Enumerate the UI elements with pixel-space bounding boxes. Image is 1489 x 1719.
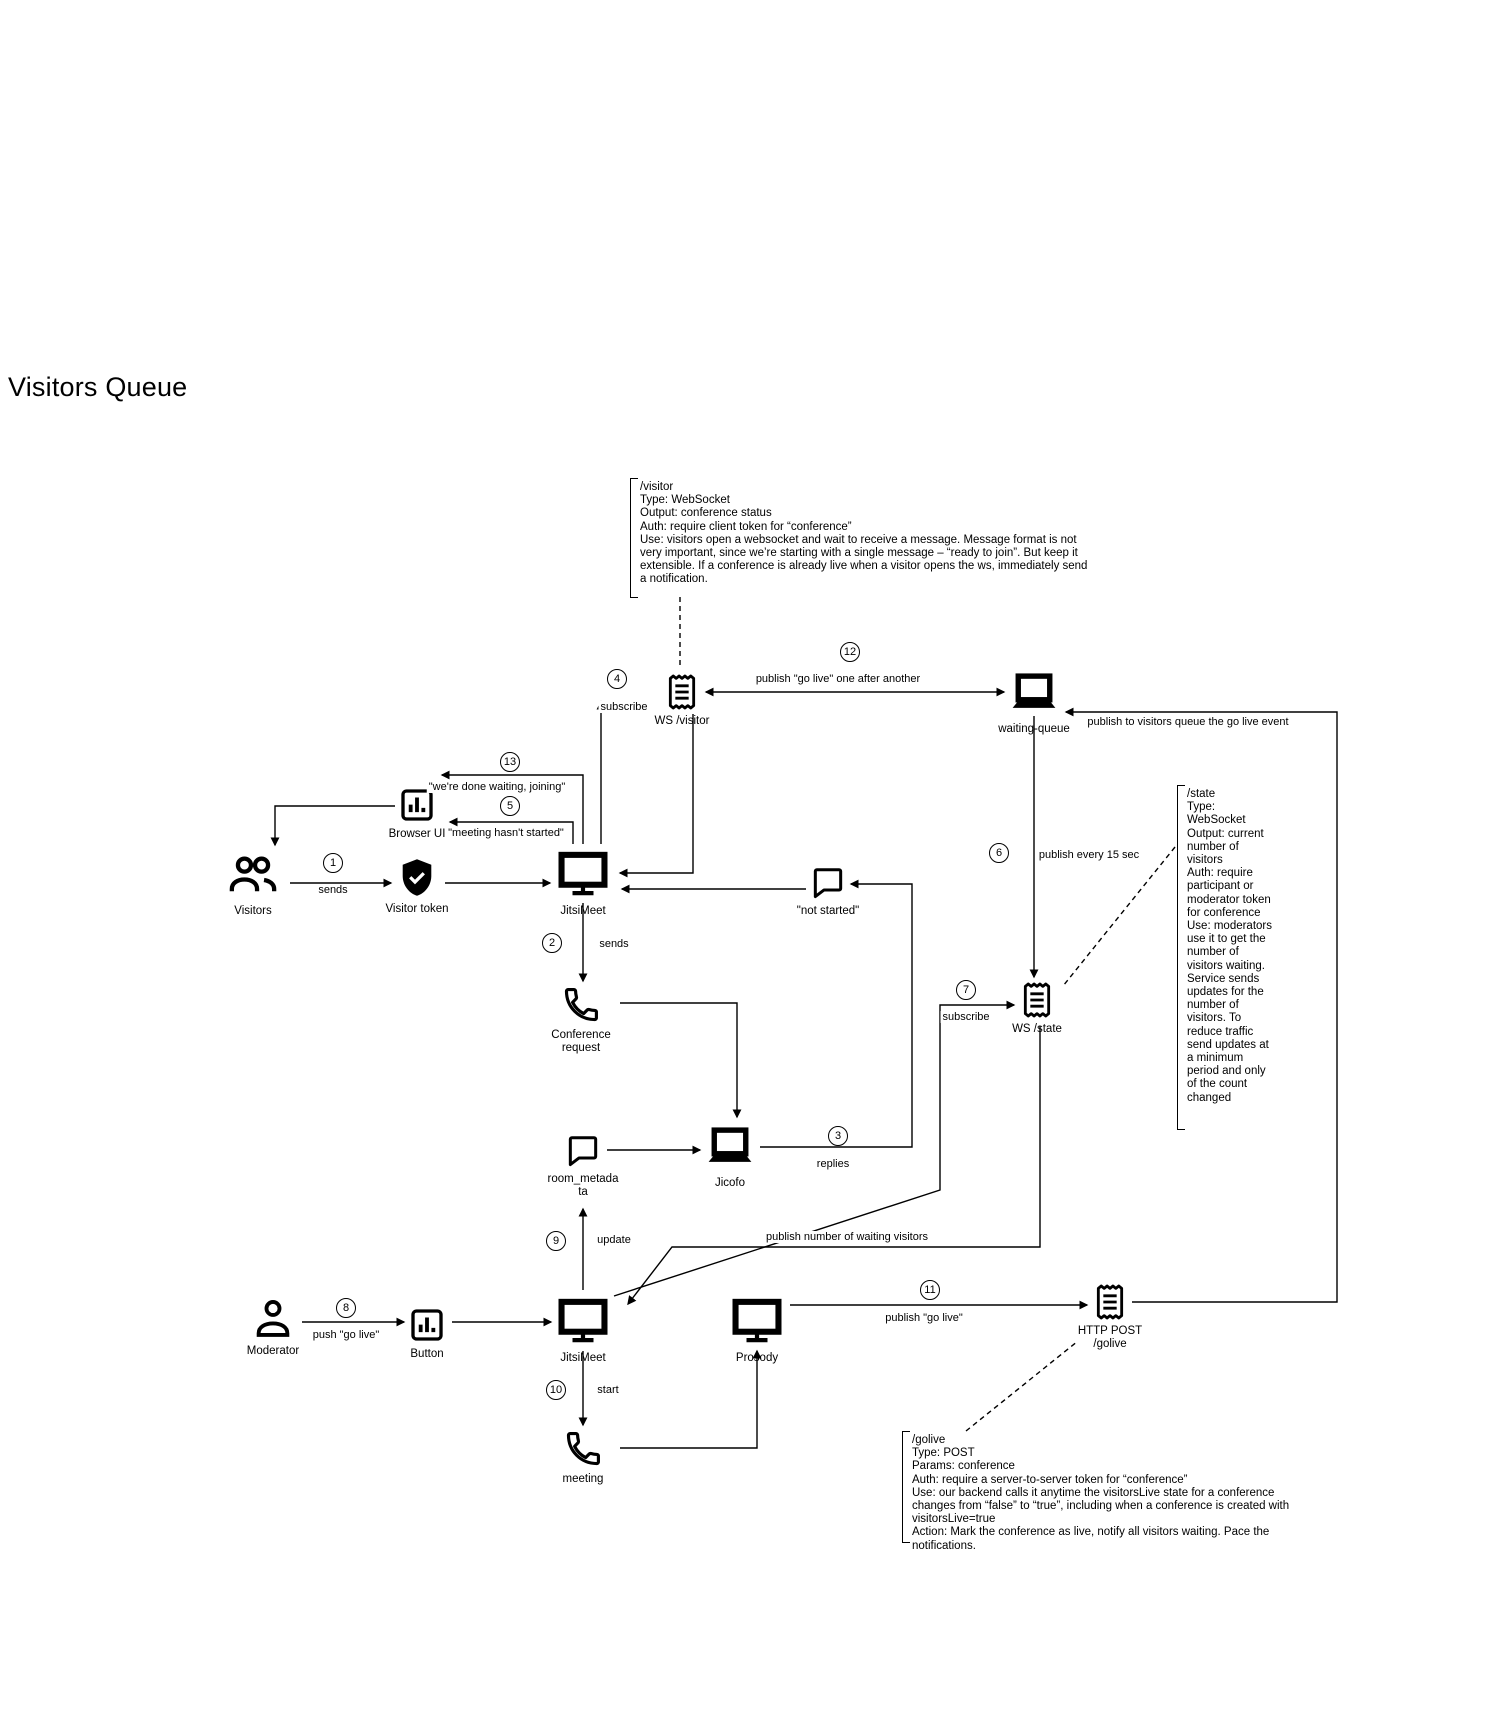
edge-label-done-waiting: "we're done waiting, joining" (426, 781, 568, 793)
step-1-badge: 1 (323, 853, 343, 873)
node-ws-state-label: WS /state (1012, 1023, 1062, 1035)
node-visitors: Visitors (198, 848, 308, 918)
node-ws-visitor: WS /visitor (627, 672, 737, 728)
edge-browserui-visitors (270, 805, 395, 847)
node-visitors-label: Visitors (234, 905, 272, 917)
node-http-post: HTTP POST /golive (1055, 1282, 1165, 1351)
edge-label-start: start (595, 1384, 621, 1396)
node-not-started: "not started" (773, 864, 883, 918)
monitor-icon (555, 846, 611, 902)
laptop-icon (703, 1120, 757, 1174)
node-moderator-label: Moderator (246, 1345, 300, 1357)
edge-label-go-live-one-after-another: publish "go live" one after another (753, 673, 923, 685)
edge-wsvisitor-jitsimeet (618, 714, 694, 878)
node-ws-visitor-label: WS /visitor (654, 715, 710, 727)
visitor-ws-annotation: /visitor Type: WebSocket Output: confere… (640, 481, 1088, 586)
edge-jitsimeet-wsstate-subscribe (613, 1000, 1016, 1297)
node-http-post-label: HTTP POST /golive (1077, 1325, 1143, 1350)
receipt-icon (1017, 980, 1057, 1020)
node-meeting-label: meeting (562, 1473, 604, 1485)
edge-label-replies: replies (814, 1158, 852, 1170)
edge-confrequest-jicofo (620, 1002, 742, 1119)
node-moderator: Moderator (218, 1296, 328, 1358)
node-ws-state: WS /state (982, 980, 1092, 1036)
visitor-ws-bracket (630, 478, 638, 598)
edge-label-update: update (595, 1234, 633, 1246)
edge-label-publish-go-live: publish "go live" (883, 1312, 965, 1324)
node-waiting-queue-label: waiting-queue (998, 723, 1070, 735)
node-waiting-queue: waiting-queue (979, 666, 1089, 736)
node-room-metadata: room_metadata (528, 1132, 638, 1199)
step-4-badge: 4 (607, 669, 627, 689)
edge-done-waiting-to-browserui (440, 770, 584, 844)
step-2-badge: 2 (542, 933, 562, 953)
speech-bubble-icon (564, 1132, 602, 1170)
step-13-badge: 13 (500, 752, 520, 772)
phone-icon (562, 1428, 604, 1470)
node-jitsimeet-bottom: JitsiMeet (528, 1293, 638, 1365)
edge-label-meeting-not-started: "meeting hasn't started" (446, 827, 566, 839)
golive-annotation: /golive Type: POST Params: conference Au… (912, 1434, 1290, 1552)
edge-label-subscribe-4: subscribe (598, 701, 650, 713)
node-browser-ui-label: Browser UI (388, 828, 446, 840)
edge-wsstate-jitsimeet-publish-count (627, 1026, 1041, 1306)
step-3-badge: 3 (828, 1126, 848, 1146)
state-ws-annotation: /state Type: WebSocket Output: current n… (1187, 788, 1273, 1104)
edge-meeting-prosody (620, 1349, 762, 1449)
receipt-icon (662, 672, 702, 712)
node-jitsimeet-top: JitsiMeet (528, 846, 638, 918)
shield-check-icon (395, 856, 439, 900)
step-10-badge: 10 (546, 1380, 566, 1400)
step-7-badge: 7 (956, 980, 976, 1000)
node-jicofo: Jicofo (675, 1120, 785, 1190)
step-6-badge: 6 (989, 843, 1009, 863)
node-room-metadata-label: room_metadata (547, 1173, 619, 1198)
edge-not-started-to-browserui (448, 817, 574, 844)
state-ws-bracket (1177, 785, 1185, 1130)
monitor-icon (729, 1293, 785, 1349)
monitor-icon (555, 1293, 611, 1349)
receipt-icon (1090, 1282, 1130, 1322)
speech-bubble-icon (809, 864, 847, 902)
step-9-badge: 9 (546, 1231, 566, 1251)
node-not-started-label: "not started" (796, 905, 860, 917)
edge-label-sends-2: sends (597, 938, 631, 950)
edge-label-publish-every-15: publish every 15 sec (1036, 849, 1142, 861)
node-jicofo-label: Jicofo (714, 1177, 746, 1189)
node-prosody-label: Prosody (735, 1352, 779, 1364)
step-11-badge: 11 (920, 1280, 940, 1300)
person-icon (250, 1296, 296, 1342)
node-button: Button (372, 1305, 482, 1361)
callout-line-state-ws (1062, 846, 1176, 987)
edge-label-publish-waiting-count: publish number of waiting visitors (763, 1231, 931, 1243)
people-icon (226, 848, 280, 902)
node-visitor-token-label: Visitor token (385, 903, 449, 915)
node-browser-ui: Browser UI (362, 785, 472, 841)
golive-bracket (902, 1431, 910, 1543)
edge-label-publish-go-live-event: publish to visitors queue the go live ev… (1085, 716, 1291, 728)
laptop-icon (1007, 666, 1061, 720)
phone-icon (560, 984, 602, 1026)
step-5-badge: 5 (500, 796, 520, 816)
step-12-badge: 12 (840, 642, 860, 662)
page-title: Visitors Queue (8, 372, 188, 402)
node-jitsimeet-bottom-label: JitsiMeet (560, 1352, 606, 1364)
callout-line-golive (965, 1340, 1079, 1432)
edge-label-sends-1: sends (316, 884, 350, 896)
node-conference-request: Conference request (526, 984, 636, 1055)
node-prosody: Prosody (702, 1293, 812, 1365)
edge-label-push-go-live: push "go live" (310, 1329, 382, 1341)
node-meeting: meeting (528, 1428, 638, 1486)
node-button-label: Button (410, 1348, 444, 1360)
bar-chart-icon (407, 1305, 447, 1345)
node-jitsimeet-top-label: JitsiMeet (560, 905, 606, 917)
step-8-badge: 8 (336, 1298, 356, 1318)
node-conference-request-label: Conference request (551, 1029, 611, 1054)
node-visitor-token: Visitor token (362, 856, 472, 916)
edge-httppost-waitingqueue (1064, 707, 1338, 1303)
edge-jicofo-replies (760, 879, 913, 1148)
edge-label-subscribe-7: subscribe (940, 1011, 992, 1023)
